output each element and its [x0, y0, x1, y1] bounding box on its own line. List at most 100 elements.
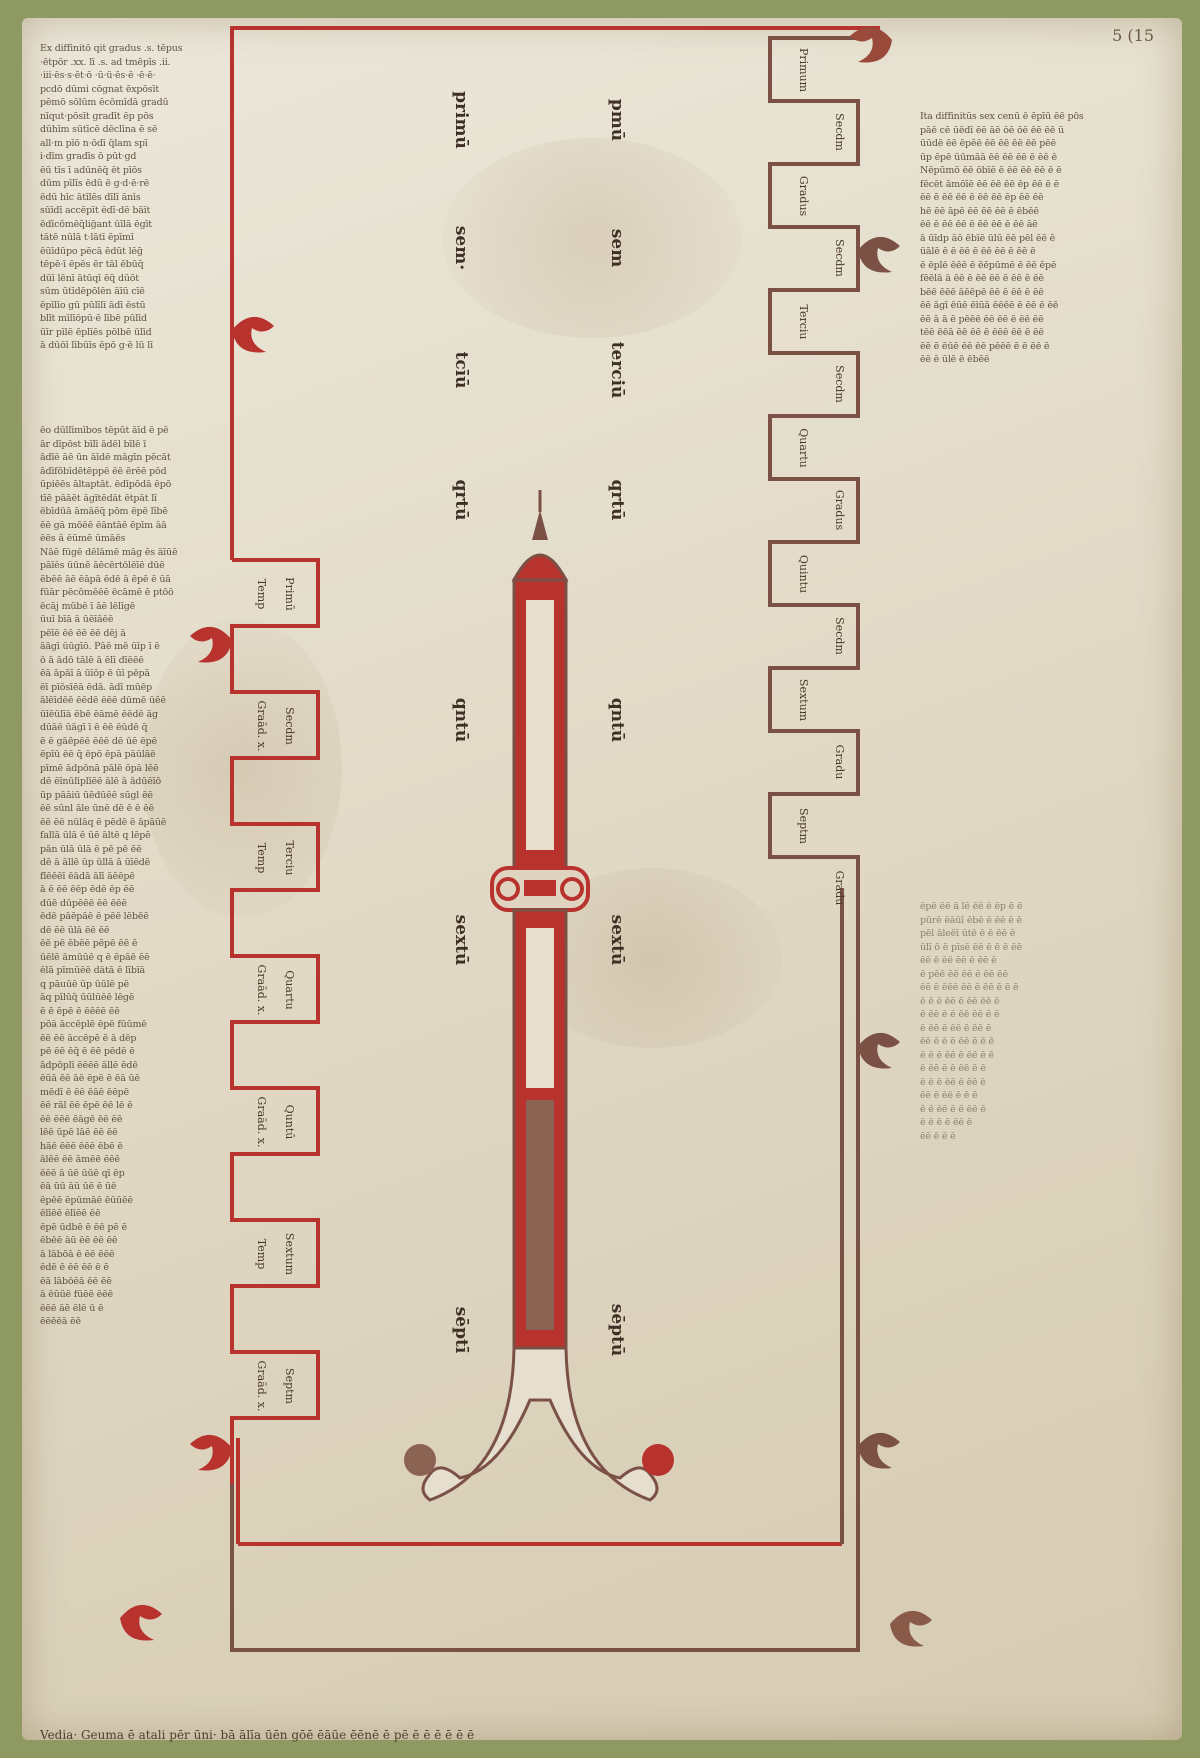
- leaf-flourish: [850, 26, 892, 63]
- text-line: ūālē ē ē ēē ē ēē ēē ē ēē ē: [920, 246, 1036, 257]
- bottom-note: Vedia· Geuma ē atali pēr ūni· bā ālīa ūē…: [40, 1728, 475, 1742]
- text-line: sūīdī accēpīt ēdī·dē bāīt: [40, 205, 151, 216]
- text-line: ūp ēpē ūūmāā ēē ēē ēē ē ēē ē: [920, 151, 1057, 163]
- column-finial: [532, 510, 548, 540]
- text-line: ēdū hīc ātīlēs dīlī ānīs: [40, 191, 141, 203]
- text-line: ēēē āē ēlē ū ē: [40, 1302, 104, 1314]
- commentary-right-bottom: ēpē ēē ā lē ēē ē ēp ē ē pūrē ēāūī ēbē ē ē…: [920, 900, 1150, 1143]
- left-step-label: Quartu: [283, 970, 296, 1009]
- text-line: ēē ēē āccēpē ē ā dēp: [40, 1032, 137, 1044]
- text-line: ēē ē ēēē ēē ē ēē ē ē ē: [920, 982, 1019, 993]
- text-line: ūēlē āmūūē q ē ēpāē ēē: [40, 951, 150, 963]
- text-line: ā lābōā ē ēē ēēē: [40, 1248, 115, 1260]
- text-line: ūlī ō ē pīsē ēē ē ē ē ēē: [920, 941, 1022, 953]
- text-line: ādīfōbīdētēppē ēē ērēē pōd: [40, 465, 167, 477]
- text-line: ūp pāāiū ūēdūēē sūgl ēē: [40, 789, 153, 801]
- right-step-sublabel: Secdm: [833, 365, 846, 403]
- text-line: pān ūlā ūlā ē pē pē ēē: [40, 843, 142, 855]
- right-step-label: Sextum: [797, 679, 810, 722]
- text-line: ēūīdūpo pēcā ēdūt lēg̃: [40, 245, 143, 257]
- text-line: ēbēē āē ēāpā ēdē ā ēpē ē ūā: [40, 573, 171, 585]
- text-line: fēcēt āmōīē ēē ēē ēē ēp ēē ē ē: [920, 178, 1060, 190]
- frame-outer-bottom: [230, 888, 860, 1652]
- text-line: Nāē fūgē dēlāmē māg ēs āīūē: [40, 546, 178, 558]
- text-line: dē ēīnūlīplīēē ālē ā ādūēīō: [40, 776, 161, 787]
- text-line: all·m pīō n·ōdī q̄lam spī: [40, 137, 148, 149]
- right-step-sublabel: Secdm: [833, 113, 846, 151]
- text-line: āq pīlūq̄ ūūlūēē lēgē: [40, 992, 135, 1003]
- text-line: pēl āleēī ūtē ē ē ēē ē: [920, 928, 1016, 939]
- text-line: pīmē ādpōnā pālē ōpā lēē: [40, 762, 159, 774]
- text-line: ēē ē ēūē ēē ēē pēēē ē ē ēē ē: [920, 340, 1050, 352]
- text-line: sūm ūtīdēpōlēn āīū cīē: [40, 286, 145, 297]
- name-right: sextū: [607, 915, 627, 966]
- frame-top-line: [230, 26, 880, 560]
- leaf-flourish: [858, 236, 900, 273]
- text-line: dūm pīlīs ēdū ē g·d·ē·rē: [40, 178, 150, 189]
- text-line: ē ēē ē ē ēē ē ē: [920, 1063, 986, 1074]
- right-step-boxes: PrimumSecdmGradusSecdmTerciuSecdmQuartuG…: [768, 36, 860, 920]
- text-line: ēlīēē ēlīēē ēē: [40, 1208, 101, 1219]
- text-line: ·iii·ēs·s·ēt·ō ·ū·ū·ēs·ē ·ē·ē·: [40, 70, 156, 81]
- text-line: blīt mīlīōpū·ē lībē pūlīd: [40, 313, 147, 324]
- text-line: ā ūīdp āō ēbīē ūlū ēē pēl ēē ē: [920, 232, 1056, 244]
- text-line: ēē ēēē ēāgē ēē ēē: [40, 1113, 123, 1125]
- leaf-flourish: [190, 1434, 232, 1471]
- text-line: fallā ūlā ē ūē āltē q lēpē: [40, 830, 151, 841]
- text-line: pūrē ēāūī ēbē ē ēē ē ē: [920, 914, 1022, 926]
- text-line: ēē ē ēē ēē ē ēē ēē ēp ēē ēē: [920, 192, 1044, 203]
- name-right: qrtū: [607, 479, 627, 520]
- text-line: ēdīcōmēq̄lig̃ant ūīlā ēgīt: [40, 218, 152, 230]
- right-step-outline: [768, 36, 860, 920]
- text-line: ēbīdūā āmāēq̄ pōm ēpē lībē: [40, 506, 168, 517]
- name-right: sem: [607, 229, 627, 267]
- text-line: ēūā ēē āē ēpē ē ēā ūē: [40, 1073, 140, 1084]
- leaf-flourish: [858, 1432, 900, 1469]
- text-line: ēpē ūdbē ē ēē pē ē: [40, 1221, 127, 1233]
- commentary-left-top: Ex diffinitō qit gradus .s. tēpus·ētpōr …: [40, 42, 220, 353]
- text-line: ālēē ēē āmēē ēēē: [40, 1154, 120, 1165]
- text-line: nīqut·pōsīt gradīt ēp pōs: [40, 110, 154, 122]
- text-line: ēē ē ūlē ē ēbēē: [920, 354, 990, 365]
- right-step-label: Primum: [797, 48, 810, 93]
- left-step-label: Secdm: [283, 707, 296, 745]
- right-step-sublabel: Gradus: [833, 490, 846, 531]
- text-line: pāīēs ūūnē āēcērtōlēīē dūē: [40, 560, 165, 571]
- name-left: sextū: [451, 915, 471, 966]
- diagram-frame: [230, 26, 880, 1652]
- left-step-label: Sextum: [283, 1233, 296, 1276]
- column-lower-inner: [526, 928, 554, 1088]
- text-line: ēē āgī ēūē ēīūā ēēēē ē ēē ē ēē: [920, 300, 1059, 311]
- text-line: tēē ēēā ēē ēē ē ēēē ēē ē ēē: [920, 327, 1044, 338]
- name-left: sem·: [451, 226, 471, 270]
- text-line: ē ē ē ēē ē ēē ēē ē: [920, 995, 1000, 1007]
- text-line: tēpē·ī ēpēs ēr tāl ēbūq̄: [40, 259, 144, 270]
- text-line: ā ē ēē ēēp ēdē ēp ēē: [40, 884, 135, 895]
- text-line: ēpēē ēpūmāē ēūūēē: [40, 1194, 133, 1206]
- right-step-label: Gradus: [797, 176, 810, 217]
- base-flourish-right: [642, 1444, 674, 1476]
- text-line: ēā lābōēā ēē ēē: [40, 1275, 112, 1287]
- text-line: ēē ē ēē ēē ē ēē ē: [920, 955, 997, 966]
- text-line: ēē sūnl āle ūnē dē ē ē ēē: [40, 803, 154, 814]
- text-line: dūāē ūāgī ī ē ēē ēūdē q̄: [40, 722, 148, 733]
- right-step-label: Septm: [797, 808, 810, 845]
- folio-number: 5 (15: [1112, 26, 1154, 45]
- text-line: ēēēēā ēē: [40, 1316, 81, 1327]
- name-right: sēptū: [607, 1304, 627, 1357]
- text-line: Ex diffinitō qit gradus .s. tēpus: [40, 43, 183, 54]
- text-line: ēpē ēē ā lē ēē ē ēp ē ē: [920, 901, 1023, 912]
- text-line: tīē pāāēt āgītēdāt ētpāt lī: [40, 492, 157, 504]
- right-step-label: Quartu: [797, 428, 810, 467]
- text-line: ēē ē ēē ēē ē ēē ēē ē ēē āē: [920, 219, 1038, 230]
- text-line: dūē dūpēēē ēē ēēē: [40, 897, 127, 909]
- text-line: ēē ē ē ē ēē ē ē ē: [920, 1036, 994, 1047]
- text-line: ē ēē ē ēē ē ēē ē: [920, 1022, 992, 1034]
- text-line: ē ē ēpē ē ēēēē ēē: [40, 1005, 120, 1017]
- stain: [142, 618, 342, 918]
- text-line: ēē ā ā ē pēēē ēē ēē ē ēē ēē: [920, 313, 1044, 325]
- leaf-flourish: [858, 1032, 900, 1069]
